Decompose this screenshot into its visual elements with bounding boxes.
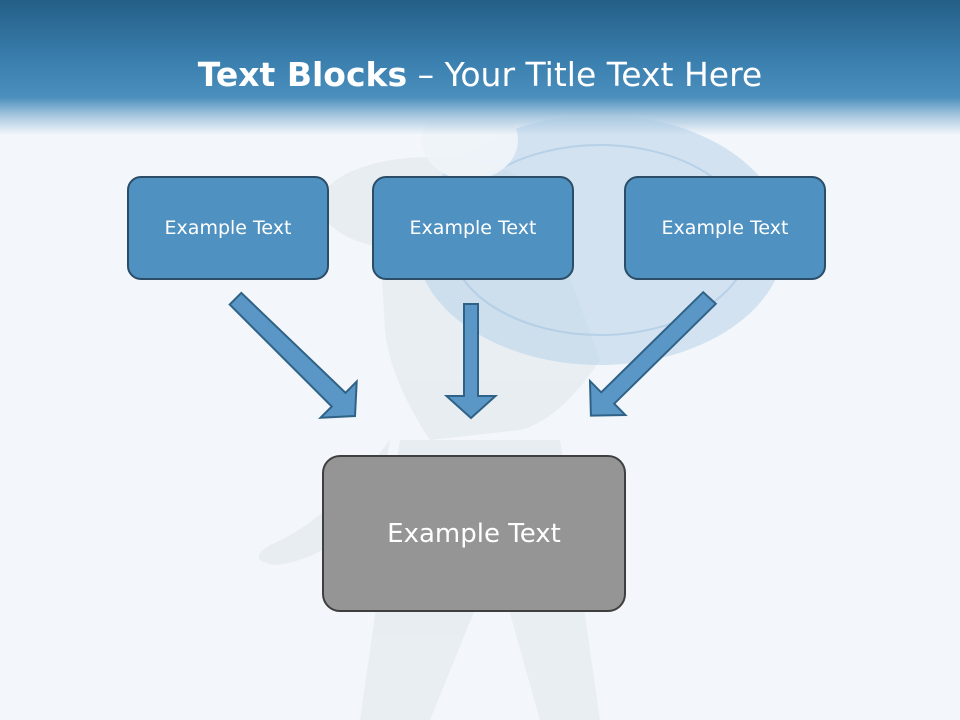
text-block-left: Example Text [127, 176, 329, 280]
header-bar [0, 0, 960, 135]
text-block-right: Example Text [624, 176, 826, 280]
text-block-center: Example Text [372, 176, 574, 280]
page-title: Text Blocks – Your Title Text Here [0, 52, 960, 98]
arrow-right-diagonal [588, 290, 718, 417]
arrow-center-down [443, 303, 499, 420]
arrow-left-diagonal [228, 291, 358, 419]
text-block-result: Example Text [322, 455, 626, 612]
title-rest: – Your Title Text Here [407, 55, 763, 94]
title-bold: Text Blocks [197, 55, 408, 94]
